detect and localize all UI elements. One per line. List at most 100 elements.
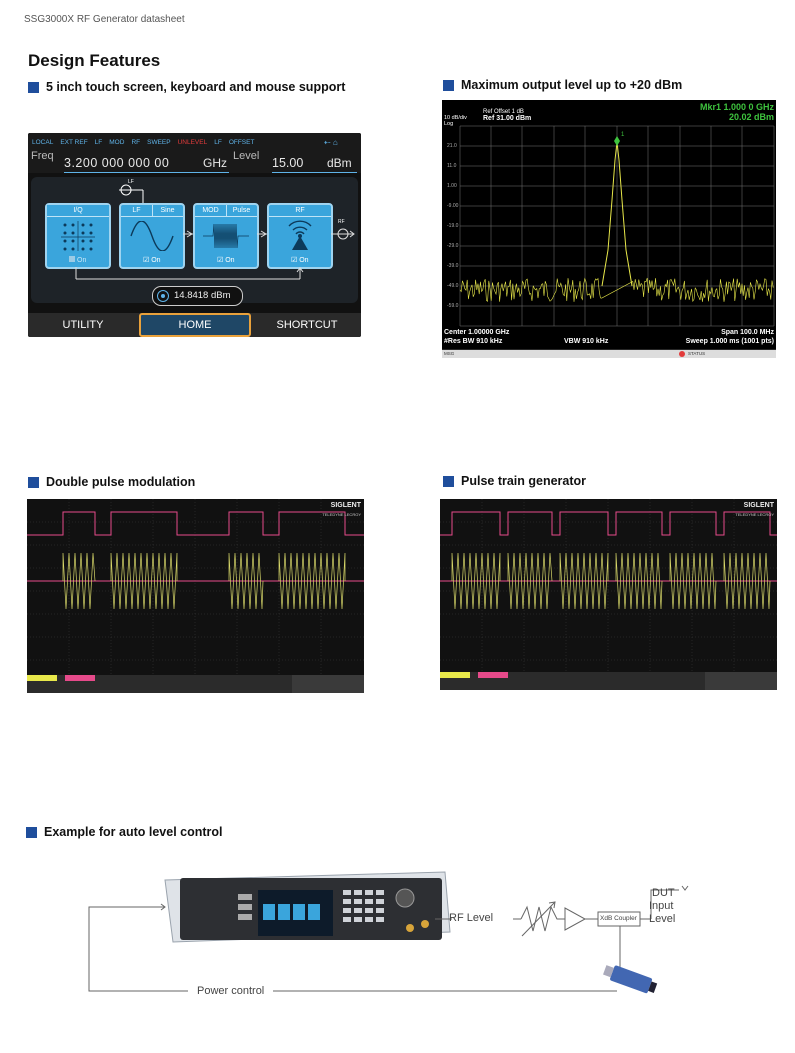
- scope-double-pulse-image: SIGLENT TELEDYNE LECROY: [27, 499, 364, 693]
- bullet-square-icon: [28, 476, 39, 488]
- brand-text: SIGLENT: [743, 502, 774, 509]
- y-tick: 11.0: [447, 163, 457, 169]
- mod-block-header: MOD Pulse: [195, 205, 257, 217]
- rf-on-checkbox[interactable]: ☑ On: [291, 257, 309, 264]
- section-heading-max-level: Maximum output level up to +20 dBm: [443, 78, 682, 92]
- bullet-square-icon: [443, 475, 454, 487]
- section-heading-text: Double pulse modulation: [46, 475, 196, 489]
- section-heading-auto-level: Example for auto level control: [26, 825, 223, 839]
- rf-level-label: RF Level: [449, 912, 494, 924]
- y-tick: -19.0: [447, 223, 459, 229]
- siglent-logo: SIGLENT: [744, 502, 774, 509]
- freq-label: Freq: [31, 150, 54, 162]
- msg-label: MSG: [444, 351, 455, 356]
- constellation-icon: [61, 221, 95, 251]
- freq-unit: GHz: [203, 156, 227, 170]
- lf-on-label: On: [151, 257, 161, 264]
- coupler-label: XdB Coupler: [600, 915, 637, 922]
- lf-block-label: LF: [121, 205, 153, 216]
- scope-pulse-train-image: SIGLENT TELEDYNE LECROY: [440, 499, 777, 690]
- bullet-square-icon: [443, 79, 454, 91]
- home-button[interactable]: HOME: [139, 313, 251, 337]
- level-label: Level: [233, 150, 260, 162]
- dut-input-label: Input: [649, 900, 674, 912]
- y-tick: 1.00: [447, 183, 457, 189]
- dut-label: DUT: [652, 887, 675, 899]
- section-heading-double-pulse: Double pulse modulation: [28, 475, 195, 489]
- usb-icon: ⇠ ⌂: [324, 138, 338, 147]
- flag: SWEEP: [147, 139, 171, 146]
- flag: LOCAL: [32, 139, 54, 146]
- auto-level-diagram-drawing: [88, 871, 689, 994]
- flag: OFFSET: [228, 139, 255, 146]
- y-tick: -49.0: [447, 283, 459, 289]
- flag: MOD: [109, 139, 125, 146]
- brand-text: SIGLENT: [330, 502, 361, 509]
- flag: RF: [131, 139, 141, 146]
- sweep: Sweep 1.000 ms (1001 pts): [685, 338, 774, 345]
- rf-on-label: On: [299, 257, 309, 264]
- section-heading-touch: 5 inch touch screen, keyboard and mouse …: [28, 80, 345, 94]
- brand-subtext: TELEDYNE LECROY: [322, 512, 361, 517]
- power-readout[interactable]: 14.8418 dBm: [152, 286, 243, 306]
- lf-on-checkbox[interactable]: ☑ On: [143, 257, 161, 264]
- iq-block-label: I/Q: [47, 205, 109, 217]
- status-label: STATUS: [688, 351, 706, 356]
- rf-block-label: RF: [269, 205, 331, 217]
- scale-type: Log: [444, 121, 454, 127]
- y-tick: -59.0: [447, 303, 459, 309]
- ref-level: Ref 31.00 dBm: [483, 115, 532, 122]
- siglent-logo: SIGLENT: [331, 502, 361, 509]
- y-tick: 21.0: [447, 143, 457, 149]
- rf-tag: RF: [338, 219, 345, 225]
- status-flags: LOCAL EXT REF LF MOD RF SWEEP UNLEVEL LF OFFSET: [32, 139, 261, 146]
- flag: LF: [94, 139, 103, 146]
- power-control-label: Power control: [197, 985, 265, 997]
- auto-level-diagram: RF Level XdB Coupler DUT Input Level Pow…: [85, 860, 785, 1010]
- pulse-modulated-wave-icon: [203, 223, 249, 249]
- flag: EXT REF: [60, 139, 88, 146]
- span: Span 100.0 MHz: [721, 329, 774, 336]
- double-pulse-waveform: [27, 499, 364, 693]
- iq-on-label: On: [77, 257, 87, 264]
- section-heading-text: Pulse train generator: [461, 474, 587, 488]
- page-title: Design Features: [28, 51, 161, 70]
- sine-wave-icon: [130, 221, 174, 251]
- iq-on-checkbox[interactable]: On: [69, 256, 86, 264]
- spectrum-plot: [442, 125, 776, 358]
- mod-block-type: Pulse: [232, 207, 251, 214]
- y-tick: -39.0: [447, 263, 459, 269]
- iq-block[interactable]: I/Q On: [45, 203, 111, 269]
- signal-flow-lines: [75, 228, 355, 280]
- bullet-square-icon: [28, 81, 39, 93]
- brand-subtext: TELEDYNE LECROY: [735, 512, 774, 517]
- level-value[interactable]: 15.00: [272, 156, 304, 170]
- mod-on-checkbox[interactable]: ☑ On: [217, 257, 235, 264]
- marker-level: 20.02 dBm: [728, 112, 774, 122]
- bullet-square-icon: [26, 826, 37, 838]
- lf-tag: LF: [128, 179, 134, 185]
- section-heading-text: 5 inch touch screen, keyboard and mouse …: [46, 80, 346, 94]
- rbw: #Res BW 910 kHz: [444, 338, 503, 345]
- flag-unlevel: UNLEVEL: [177, 139, 208, 146]
- shortcut-button[interactable]: SHORTCUT: [276, 319, 338, 331]
- freq-value[interactable]: 3.200 000 000 00: [64, 156, 170, 170]
- ref-offset: Ref Offset 1 dB: [483, 109, 524, 115]
- marker-number: 1: [621, 132, 625, 138]
- lf-output-icon: [119, 184, 144, 203]
- flag: LF: [214, 139, 222, 146]
- antenna-icon: [288, 220, 312, 250]
- vbw: VBW 910 kHz: [564, 338, 609, 345]
- y-tick: -29.0: [447, 243, 459, 249]
- mod-block-label: MOD: [195, 205, 227, 216]
- radio-icon: [157, 290, 169, 302]
- y-tick: -9.00: [447, 203, 459, 209]
- mod-block[interactable]: MOD Pulse ☑ On: [193, 203, 259, 269]
- spectrum-analyzer-image: Ref Offset 1 dB Ref 31.00 dBm 10 dB/div …: [442, 100, 776, 358]
- utility-button[interactable]: UTILITY: [62, 319, 104, 331]
- rf-block[interactable]: RF ☑ On: [267, 203, 333, 269]
- section-heading-text: Maximum output level up to +20 dBm: [461, 78, 683, 92]
